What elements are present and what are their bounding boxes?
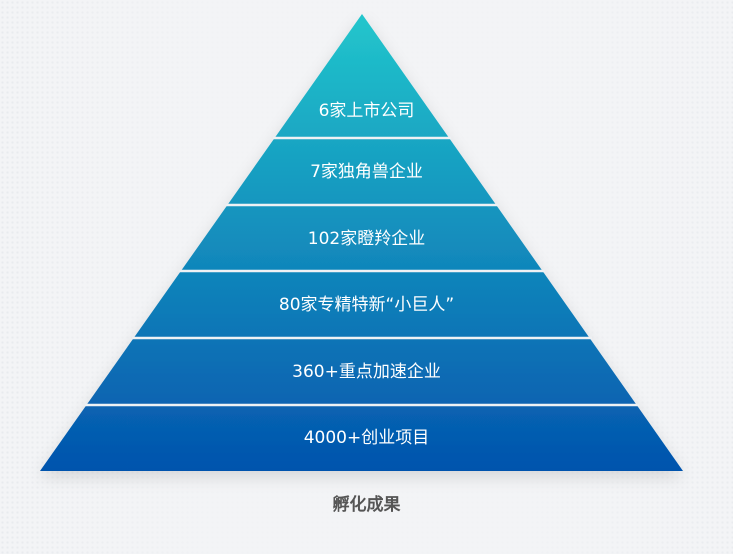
pyramid-shape <box>40 14 683 471</box>
pyramid-level-4: 80家专精特新“小巨人” <box>278 295 455 315</box>
pyramid-level-3: 102家瞪羚企业 <box>307 229 426 249</box>
pyramid-level-1: 6家上市公司 <box>318 101 415 121</box>
pyramid-level-2: 7家独角兽企业 <box>310 162 423 182</box>
caption: 孵化成果 <box>332 495 401 515</box>
pyramid-level-5: 360+重点加速企业 <box>292 362 441 382</box>
pyramid-level-6: 4000+创业项目 <box>303 428 430 448</box>
